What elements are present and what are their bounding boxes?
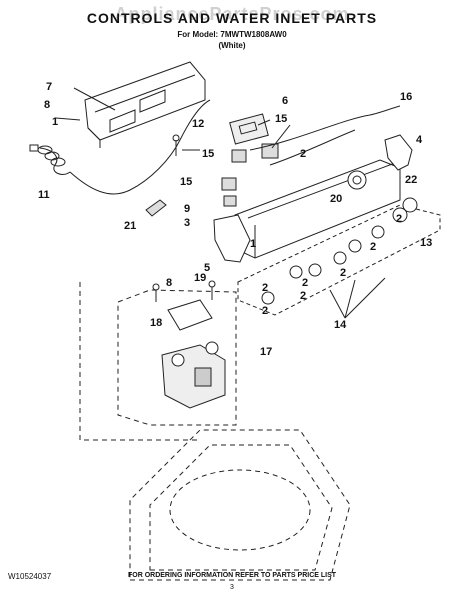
callout-22: 22 bbox=[405, 174, 417, 186]
control-components-part bbox=[221, 143, 279, 207]
callout-8: 8 bbox=[44, 99, 50, 111]
callout-9: 9 bbox=[184, 203, 190, 215]
callout-17: 17 bbox=[260, 346, 272, 358]
callout-11: 11 bbox=[38, 189, 50, 201]
end-cap-part bbox=[384, 134, 413, 171]
callout-5: 5 bbox=[204, 262, 210, 274]
callout-2a: 2 bbox=[300, 148, 306, 160]
callout-1: 1 bbox=[52, 116, 58, 128]
bracket-part bbox=[167, 299, 213, 331]
color-line: (White) bbox=[218, 41, 246, 50]
rear-panel-part bbox=[84, 61, 206, 148]
callout-2g: 2 bbox=[300, 290, 306, 302]
callout-12: 12 bbox=[192, 118, 204, 130]
callout-16: 16 bbox=[400, 91, 412, 103]
end-cap-left-part bbox=[213, 214, 251, 263]
callout-2b: 2 bbox=[396, 213, 402, 225]
ordering-info: FOR ORDERING INFORMATION REFER TO PARTS … bbox=[127, 572, 337, 579]
callout-8b: 8 bbox=[166, 277, 172, 289]
callout-15b: 15 bbox=[202, 148, 214, 160]
callout-2c: 2 bbox=[370, 241, 376, 253]
callout-21: 21 bbox=[124, 220, 136, 232]
page-title: CONTROLS AND WATER INLET PARTS bbox=[86, 10, 378, 26]
callout-6: 6 bbox=[282, 95, 288, 107]
watermark-text: AppliancePartsPros.com bbox=[114, 4, 350, 24]
water-inlet-valve-part bbox=[161, 341, 226, 409]
screw-part bbox=[172, 134, 180, 156]
callout-15a: 15 bbox=[275, 113, 287, 125]
callout-20: 20 bbox=[330, 193, 342, 205]
model-line: For Model: 7MWTW1808AW0 bbox=[177, 30, 287, 39]
screws-lower-part bbox=[152, 280, 216, 302]
callout-13: 13 bbox=[420, 237, 432, 249]
callout-7: 7 bbox=[46, 81, 52, 93]
callout-15c: 15 bbox=[180, 176, 192, 188]
valve-dashed-outline bbox=[79, 282, 237, 441]
callout-2h: 2 bbox=[262, 305, 268, 317]
callout-3: 3 bbox=[184, 217, 190, 229]
callout-14: 14 bbox=[334, 319, 347, 331]
document-number: W10524037 bbox=[8, 572, 52, 581]
wire-harness-part bbox=[249, 105, 401, 166]
callout-18: 18 bbox=[150, 317, 162, 329]
callout-2e: 2 bbox=[302, 277, 308, 289]
cabinet-top-outline bbox=[129, 429, 351, 581]
callout-19: 19 bbox=[194, 272, 206, 284]
switch-part bbox=[229, 113, 269, 145]
callout-1b: 1 bbox=[250, 238, 256, 250]
power-cord-part bbox=[29, 99, 211, 195]
callout-2d: 2 bbox=[340, 267, 346, 279]
console-part bbox=[234, 159, 401, 259]
callout-2f: 2 bbox=[262, 282, 268, 294]
knobs-part bbox=[261, 197, 418, 305]
leader-lines bbox=[55, 87, 386, 319]
callout-4: 4 bbox=[416, 134, 423, 146]
page-number: 3 bbox=[230, 584, 234, 591]
clip-part bbox=[145, 199, 167, 217]
